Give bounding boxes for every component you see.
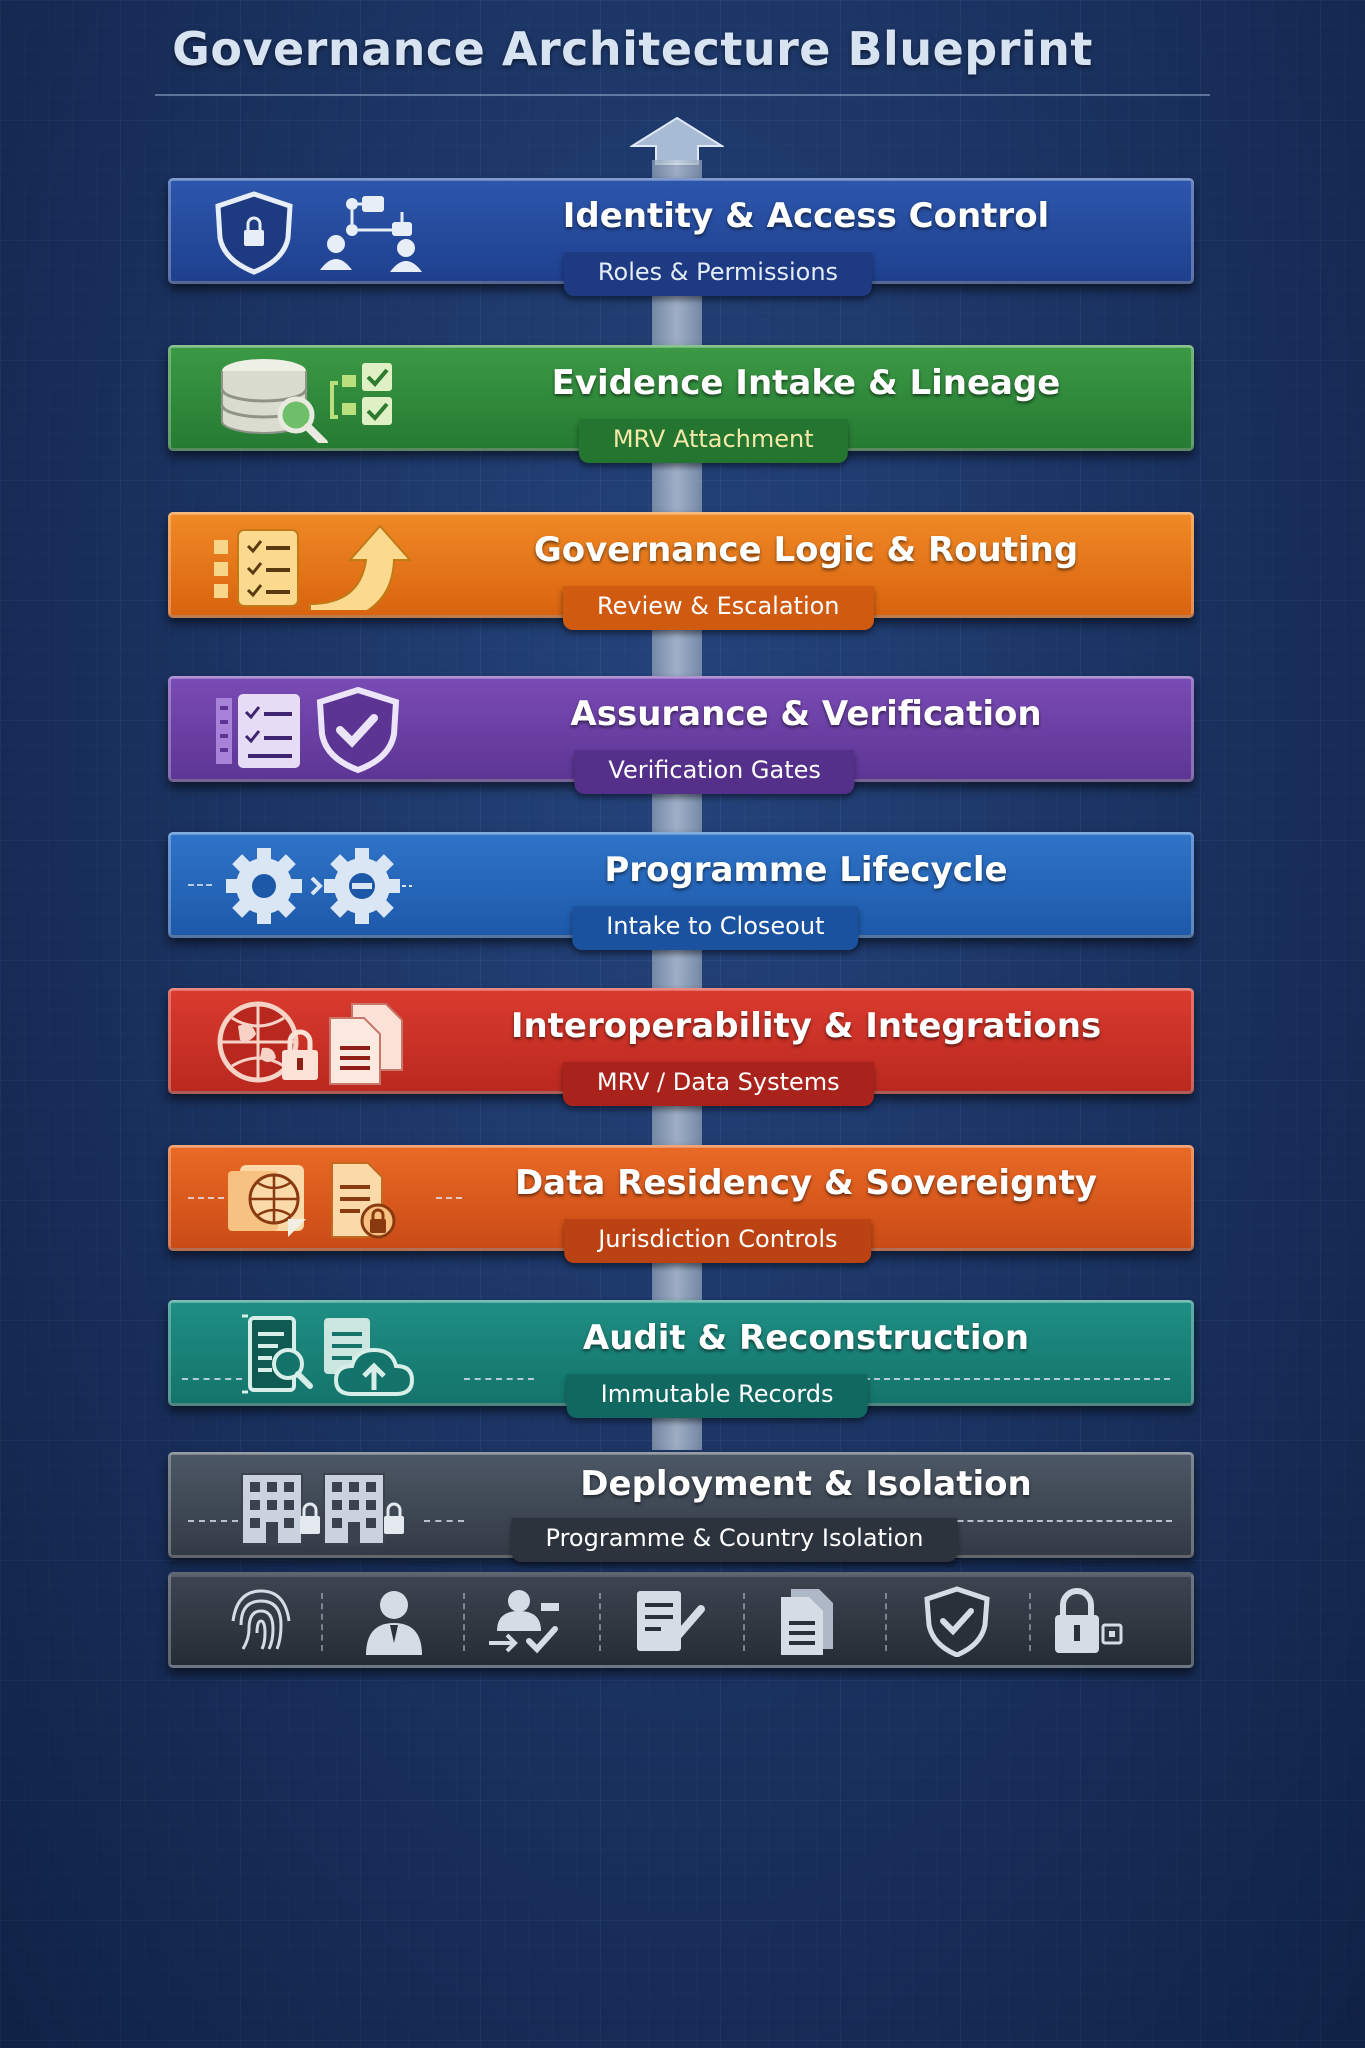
building-icon xyxy=(323,1473,404,1545)
layer-title: Identity & Access Control xyxy=(562,196,1050,236)
layer-subtitle: MRV Attachment xyxy=(578,419,848,463)
layer-icons xyxy=(242,1314,415,1396)
documents-icon xyxy=(781,1589,833,1655)
layer-title: Programme Lifecycle xyxy=(604,850,1008,890)
layer-title: Governance Logic & Routing xyxy=(533,530,1079,570)
layer-deployment-isolation: Deployment & Isolation Programme & Count… xyxy=(168,1452,1194,1562)
shield-check-icon xyxy=(316,686,400,774)
escalation-arrow-icon xyxy=(309,524,413,610)
layer-assurance-verification: Assurance & Verification Verification Ga… xyxy=(168,676,1194,794)
globe-lock-icon xyxy=(217,1001,318,1083)
user-assign-icon xyxy=(489,1590,559,1654)
layer-subtitle: Programme & Country Isolation xyxy=(511,1518,958,1562)
layer-subtitle: Review & Escalation xyxy=(562,586,874,630)
layer-subtitle: Roles & Permissions xyxy=(563,252,873,296)
layer-data-residency: Data Residency & Sovereignty Jurisdictio… xyxy=(168,1145,1194,1263)
checklist-icon xyxy=(330,363,392,425)
layer-title: Assurance & Verification xyxy=(570,694,1042,734)
layer-icons xyxy=(220,359,392,443)
user-icon xyxy=(366,1591,422,1655)
layer-subtitle: Jurisdiction Controls xyxy=(564,1219,872,1263)
document-check-icon xyxy=(637,1591,705,1651)
layer-icons xyxy=(215,191,422,275)
layer-icons xyxy=(217,1001,403,1085)
shield-check-icon xyxy=(924,1586,990,1657)
layer-icons xyxy=(226,848,412,924)
layer-subtitle: MRV / Data Systems xyxy=(562,1062,874,1106)
layer-icons xyxy=(216,686,400,774)
document-search-icon xyxy=(242,1314,313,1394)
layer-title: Deployment & Isolation xyxy=(580,1464,1032,1504)
gear-icon xyxy=(226,848,302,924)
building-icon xyxy=(241,1473,320,1545)
task-list-icon xyxy=(214,529,299,607)
cloud-upload-icon xyxy=(324,1318,415,1396)
capability-toolbar xyxy=(168,1572,1194,1668)
layer-subtitle: Intake to Closeout xyxy=(572,906,859,950)
layer-icons xyxy=(228,1162,396,1239)
layer-governance-logic: Governance Logic & Routing Review & Esca… xyxy=(168,512,1194,630)
documents-icon xyxy=(329,1003,403,1085)
layer-title: Interoperability & Integrations xyxy=(510,1006,1102,1046)
layer-identity-access: Identity & Access Control Roles & Permis… xyxy=(168,178,1194,296)
document-checklist-icon xyxy=(216,694,300,768)
layer-title: Evidence Intake & Lineage xyxy=(551,363,1061,403)
document-lock-icon xyxy=(331,1162,396,1239)
layer-title: Data Residency & Sovereignty xyxy=(514,1163,1098,1203)
layer-icons xyxy=(241,1473,404,1545)
org-chart-users-icon xyxy=(320,196,422,272)
layer-title: Audit & Reconstruction xyxy=(582,1318,1030,1358)
layer-interoperability: Interoperability & Integrations MRV / Da… xyxy=(168,988,1194,1106)
layer-icons xyxy=(214,524,413,610)
globe-folder-icon xyxy=(228,1165,306,1237)
gear-icon xyxy=(324,848,400,924)
layer-audit-reconstruction: Audit & Reconstruction Immutable Records xyxy=(168,1300,1194,1418)
up-arrow-icon xyxy=(630,116,724,165)
layer-evidence-intake: Evidence Intake & Lineage MRV Attachment xyxy=(168,345,1194,463)
shield-lock-icon xyxy=(215,191,293,275)
layer-programme-lifecycle: Programme Lifecycle Intake to Closeout xyxy=(168,832,1194,950)
title-divider xyxy=(155,94,1210,96)
page-title: Governance Architecture Blueprint xyxy=(172,22,1093,76)
database-search-icon xyxy=(220,359,328,443)
layer-subtitle: Verification Gates xyxy=(574,750,855,794)
layer-subtitle: Immutable Records xyxy=(566,1374,868,1418)
padlock-icon xyxy=(1055,1588,1123,1653)
fingerprint-icon xyxy=(231,1589,291,1650)
